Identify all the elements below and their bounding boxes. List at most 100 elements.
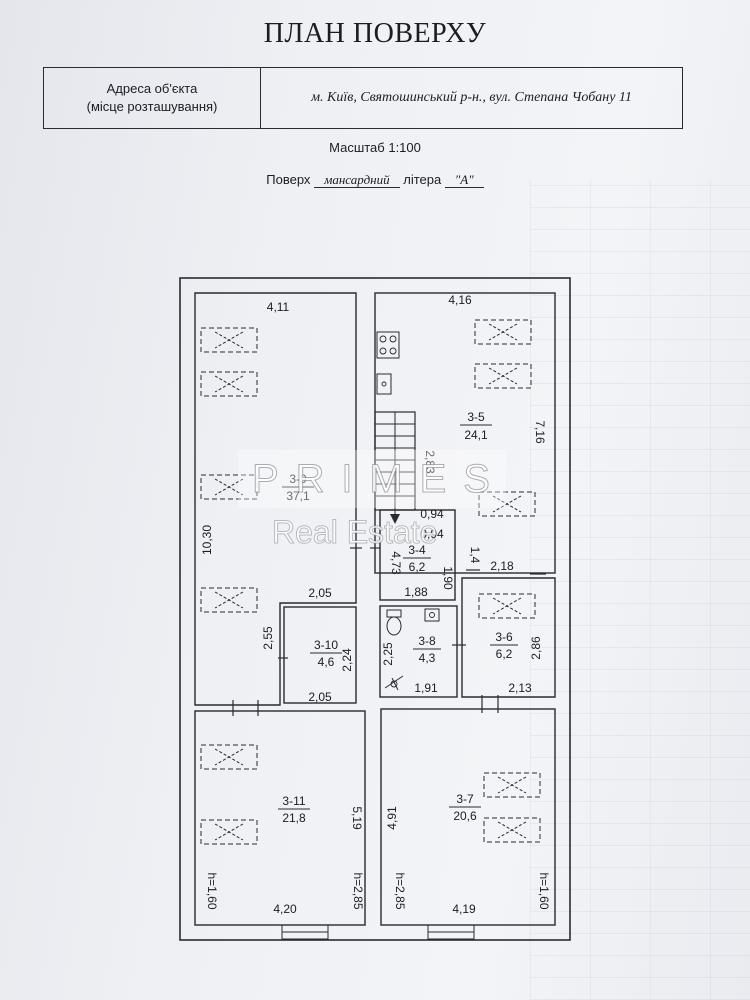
dim-label: 2,83	[423, 450, 437, 474]
dim-label: 5,19	[350, 806, 364, 830]
staircase	[374, 411, 416, 524]
watermark-letter: P	[252, 456, 281, 501]
address-table: Адреса об'єкта (місце розташування) м. К…	[43, 67, 683, 129]
skylight-icon	[483, 817, 541, 843]
scale-label: Масштаб 1:100	[329, 140, 421, 155]
skylight-icon	[200, 587, 258, 613]
dim-label: 4,19	[452, 902, 476, 916]
address-label-cell: Адреса об'єкта (місце розташування)	[44, 68, 261, 128]
dim-label: h=1,60	[205, 872, 219, 909]
room-area: 6,2	[496, 647, 513, 661]
watermark-letter: R	[295, 456, 327, 501]
letter-label: літера	[403, 172, 442, 187]
watermark-letter: S	[463, 456, 492, 501]
floor-line: Поверх мансардний літера "А"	[0, 172, 750, 188]
room-area: 4,6	[318, 655, 335, 669]
skylight-icon	[474, 363, 532, 389]
sink-icon	[376, 373, 392, 395]
room-label-3-6: 3-6 6,2	[490, 630, 518, 661]
room-outline-3-10	[283, 606, 357, 704]
dimension-labels: 4,11 4,16 7,16 2,83 10,30 0,94 0,94 4,73…	[200, 293, 551, 916]
room-label-3-4: 3-4 6,2	[403, 543, 431, 574]
dim-label: 2,18	[490, 559, 514, 573]
room-id: 3-9	[289, 472, 307, 486]
room-area: 24,1	[464, 428, 488, 442]
watermark-letter: M	[369, 456, 405, 501]
watermark-letter: E	[419, 456, 449, 501]
skylight-icon	[200, 819, 258, 845]
stove-icon	[376, 331, 400, 359]
address-label-line1: Адреса об'єкта	[106, 81, 198, 96]
dim-label: 10,30	[200, 525, 214, 555]
background-form-grid	[530, 180, 750, 1000]
dim-label: 2,25	[381, 642, 395, 666]
dim-label: 4,91	[385, 806, 399, 830]
skylight-icon	[200, 327, 258, 353]
bottom-windows	[281, 924, 475, 940]
room-id: 3-4	[408, 543, 426, 557]
address-value: м. Київ, Святошинський р-н., вул. Степан…	[311, 90, 632, 105]
dim-label: h=2,85	[393, 872, 407, 909]
room-id: 3-6	[495, 630, 513, 644]
address-label-line2: (місце розташування)	[86, 99, 218, 114]
floor-value: мансардний	[314, 172, 400, 188]
dim-label: 2,13	[508, 681, 532, 695]
room-label-3-8: 3-8 4,3	[413, 634, 441, 665]
skylight-icon	[474, 319, 532, 345]
room-label-3-7: 3-7 20,6	[449, 792, 481, 823]
room-area: 21,8	[282, 811, 306, 825]
room-id: 3-5	[467, 410, 485, 424]
room-outline-3-8	[379, 605, 458, 698]
outer-wall	[179, 277, 571, 941]
skylight-icon	[200, 371, 258, 397]
dim-label: 2,24	[340, 648, 354, 672]
toilet-icon	[386, 609, 402, 636]
skylight-icon	[483, 772, 541, 798]
room-outline-3-9	[194, 292, 357, 706]
dim-label: 4,20	[273, 902, 297, 916]
dim-label: 0,94	[420, 507, 444, 521]
dim-label: 4,11	[267, 300, 290, 314]
drain-icon	[384, 675, 404, 691]
dim-label: 4,73	[389, 551, 403, 575]
washbasin-icon	[424, 608, 440, 622]
dim-label: 1,4	[468, 547, 482, 564]
dim-label: 4,16	[448, 293, 472, 307]
room-outline-3-11	[194, 710, 366, 926]
letter-value: "А"	[444, 172, 484, 188]
floor-label: Поверх	[266, 172, 311, 187]
room-label-3-5: 3-5 24,1	[460, 410, 492, 442]
watermark-logo: P R I M E S	[238, 450, 506, 508]
dim-label: 2,55	[261, 626, 275, 650]
room-id: 3-7	[456, 792, 474, 806]
dim-label: 2,05	[308, 690, 332, 704]
dim-label: h=2,85	[351, 872, 365, 909]
skylight-icon	[200, 744, 258, 770]
room-label-3-11: 3-11 21,8	[278, 794, 310, 825]
skylight-icon	[478, 593, 536, 619]
watermark-subtitle: Real Estate	[272, 514, 438, 551]
dim-label: 2,05	[308, 586, 332, 600]
room-area: 6,2	[409, 560, 426, 574]
room-outline-3-4	[379, 509, 456, 601]
dim-label: 1,91	[414, 681, 438, 695]
room-id: 3-8	[418, 634, 436, 648]
dim-label: 1,90	[441, 566, 455, 590]
room-id: 3-11	[282, 794, 305, 808]
dim-label: 2,86	[529, 636, 543, 660]
dim-label: 0,94	[420, 527, 444, 541]
watermark-letter: I	[341, 456, 355, 501]
room-area: 37,1	[286, 489, 310, 503]
room-area: 4,3	[419, 651, 436, 665]
room-outline-3-6	[461, 577, 556, 698]
dim-label: 1,88	[404, 585, 428, 599]
room-area: 20,6	[453, 809, 477, 823]
room-label-3-9: 3-9 37,1	[282, 472, 314, 503]
dim-label: 7,16	[533, 420, 547, 444]
room-id: 3-10	[314, 638, 338, 652]
door-marks	[232, 547, 546, 716]
room-label-3-10: 3-10 4,6	[310, 638, 342, 669]
dim-label: h=1,60	[537, 872, 551, 909]
